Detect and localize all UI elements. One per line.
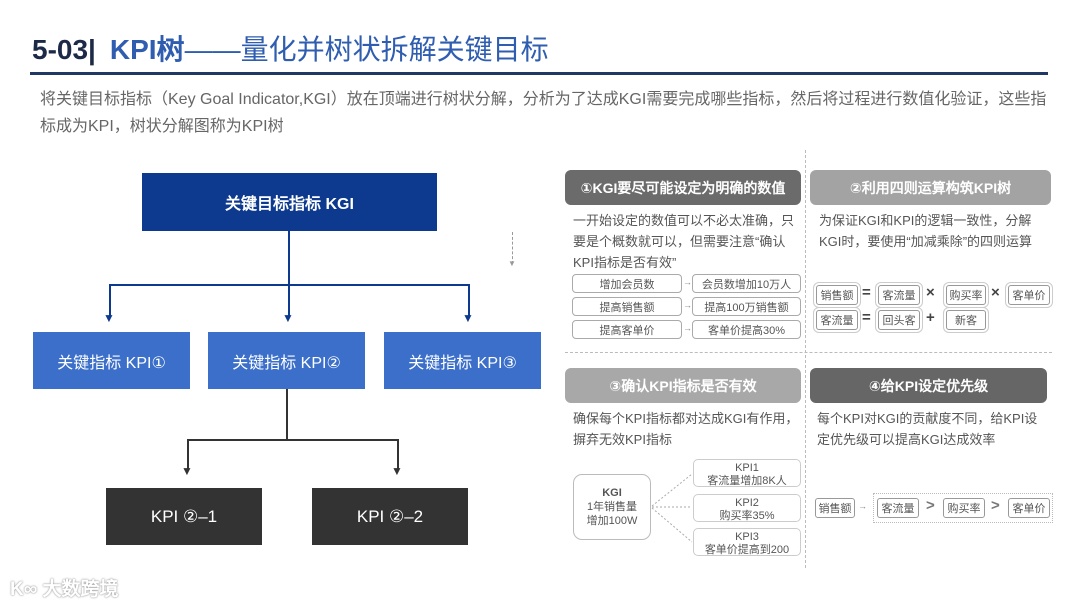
arrow-right-icon: → bbox=[683, 300, 692, 310]
arrow-right-icon: → bbox=[858, 501, 867, 511]
formula-operator: = bbox=[862, 284, 871, 301]
formula-term: 客单价 bbox=[1008, 285, 1050, 305]
arrow-right-icon: → bbox=[683, 277, 692, 287]
kpi-node-1: 关键指标 KPI① bbox=[33, 332, 190, 389]
vertical-divider bbox=[805, 150, 806, 568]
formula-term: 购买率 bbox=[946, 285, 986, 305]
kgi-example-box: KGI 1年销售量 增加100W bbox=[573, 474, 651, 540]
title-divider bbox=[30, 72, 1048, 75]
panel-2-text: 为保证KGI和KPI的逻辑一致性，分解KGI时，要使用“加减乘除”的四则运算 bbox=[819, 213, 1033, 249]
panel-3-header: ③确认KPI指标是否有效 bbox=[565, 368, 801, 403]
goal-value: 提高100万销售额 bbox=[692, 297, 801, 316]
sub-kpi-node-2: KPI ②–2 bbox=[312, 488, 468, 545]
goal-item: 增加会员数 bbox=[572, 274, 682, 293]
goal-value: 客单价提高30% bbox=[692, 320, 801, 339]
horizontal-divider bbox=[565, 352, 1052, 353]
panel-1-header: ①KGI要尽可能设定为明确的数值 bbox=[565, 170, 801, 205]
priority-operator: > bbox=[991, 497, 1000, 514]
priority-term: 客单价 bbox=[1008, 498, 1050, 518]
arrow-down-icon: ▼ bbox=[508, 259, 516, 268]
logo-icon: K∞ bbox=[10, 579, 43, 600]
sub-kpi-node-1: KPI ②–1 bbox=[106, 488, 262, 545]
goal-item: 提高客单价 bbox=[572, 320, 682, 339]
priority-term: 客流量 bbox=[877, 498, 919, 518]
connector bbox=[187, 439, 189, 469]
formula-term: 新客 bbox=[946, 310, 986, 330]
panel-4-text: 每个KPI对KGI的贡献度不同，给KPI设定优先级可以提高KGI达成效率 bbox=[817, 411, 1038, 447]
formula-term: 客流量 bbox=[878, 285, 920, 305]
formula-operator: = bbox=[862, 309, 871, 326]
arrow-down-icon: ▼ bbox=[391, 464, 403, 478]
arrow-right-icon: → bbox=[683, 323, 692, 333]
kgi-node: 关键目标指标 KGI bbox=[142, 173, 437, 231]
intro-text: 将关键目标指标（Key Goal Indicator,KGI）放在顶端进行树状分… bbox=[40, 91, 1047, 135]
dotted-arrow bbox=[512, 232, 513, 264]
panel-3-text: 确保每个KPI指标都对达成KGI有作用，摒弃无效KPI指标 bbox=[573, 411, 799, 447]
formula-term: 销售额 bbox=[816, 285, 858, 305]
goal-value: 会员数增加10万人 bbox=[692, 274, 801, 293]
connector bbox=[468, 284, 470, 316]
priority-term: 购买率 bbox=[943, 498, 985, 518]
formula-operator: × bbox=[926, 284, 935, 301]
arrow-down-icon: ▼ bbox=[462, 311, 474, 325]
connector bbox=[109, 284, 111, 316]
priority-group bbox=[873, 493, 1053, 523]
priority-term: 销售额 bbox=[815, 498, 855, 518]
connector bbox=[288, 284, 290, 316]
panel-2-header: ②利用四则运算构筑KPI树 bbox=[810, 170, 1051, 205]
priority-operator: > bbox=[926, 497, 935, 514]
arrow-down-icon: ▼ bbox=[181, 464, 193, 478]
page-title: 5-03|KPI树——量化并树状拆解关键目标 bbox=[32, 34, 549, 65]
formula-term: 回头客 bbox=[878, 310, 920, 330]
kpi-node-2: 关键指标 KPI② bbox=[208, 332, 365, 389]
panel-4-header: ④给KPI设定优先级 bbox=[810, 368, 1047, 403]
formula-operator: × bbox=[991, 284, 1000, 301]
formula-operator: + bbox=[926, 309, 935, 326]
kpi-node-3: 关键指标 KPI③ bbox=[384, 332, 541, 389]
formula-term: 客流量 bbox=[816, 310, 858, 330]
arrow-down-icon: ▼ bbox=[103, 311, 115, 325]
panel-1-text: 一开始设定的数值可以不必太准确，只要是个概数就可以，但需要注意“确认KPI指标是… bbox=[573, 213, 795, 270]
dotted-connectors bbox=[651, 473, 693, 543]
arrow-down-icon: ▼ bbox=[282, 311, 294, 325]
connector bbox=[288, 231, 290, 285]
connector bbox=[187, 439, 399, 441]
connector bbox=[286, 389, 288, 441]
connector bbox=[397, 439, 399, 469]
watermark-logo: K∞ 大数跨境 bbox=[10, 579, 119, 600]
goal-item: 提高销售额 bbox=[572, 297, 682, 316]
